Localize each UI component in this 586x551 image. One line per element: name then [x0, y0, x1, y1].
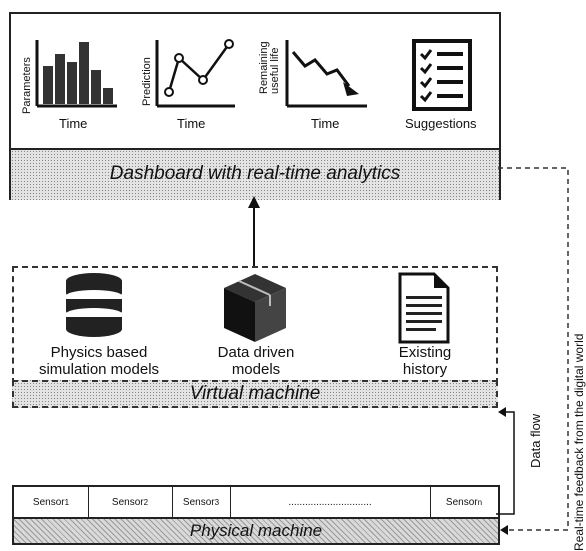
parameters-ylabel: Parameters — [21, 57, 33, 114]
suggestions-block: Suggestions — [391, 34, 495, 146]
declining-chart-icon — [285, 40, 367, 108]
virtual-machine-panel: Physics based simulation models Data dri… — [12, 266, 498, 384]
physics-models-block: Physics based simulation models — [14, 272, 174, 382]
feedback-label: Real-time feedback from the digital worl… — [572, 333, 586, 551]
virtual-to-dashboard-arrow — [248, 196, 260, 266]
sensor-ellipsis: .............................. — [230, 487, 431, 517]
parameters-xlabel: Time — [59, 116, 88, 131]
virtual-machine-title: Virtual machine — [189, 383, 321, 404]
data-flow-arrow — [496, 407, 515, 515]
parameters-chart: Parameters Time — [17, 36, 127, 146]
prediction-xlabel: Time — [177, 116, 206, 131]
document-icon — [398, 272, 450, 344]
checklist-icon — [412, 39, 472, 111]
rul-xlabel: Time — [311, 116, 340, 131]
dashboard-title: Dashboard with real-time analytics — [109, 163, 401, 184]
line-chart-icon — [155, 39, 235, 108]
virtual-machine-title-bar: Virtual machine — [12, 380, 498, 408]
database-icon — [66, 273, 122, 337]
prediction-ylabel: Prediction — [141, 57, 153, 106]
dashboard-title-bar: Dashboard with real-time analytics — [11, 148, 499, 200]
suggestions-label: Suggestions — [405, 116, 477, 131]
physics-models-label: Physics based simulation models — [38, 344, 160, 378]
physical-machine-title-bar: Physical machine — [14, 519, 498, 543]
bar-chart-icon — [35, 40, 117, 108]
dashboard-icons-row: Parameters Time Prediction — [11, 14, 499, 146]
box-icon — [224, 274, 286, 342]
feedback-arrow — [498, 167, 569, 535]
dashboard-panel: Parameters Time Prediction — [9, 12, 501, 200]
prediction-chart: Prediction Time — [137, 36, 247, 146]
physical-machine-title: Physical machine — [189, 521, 323, 540]
